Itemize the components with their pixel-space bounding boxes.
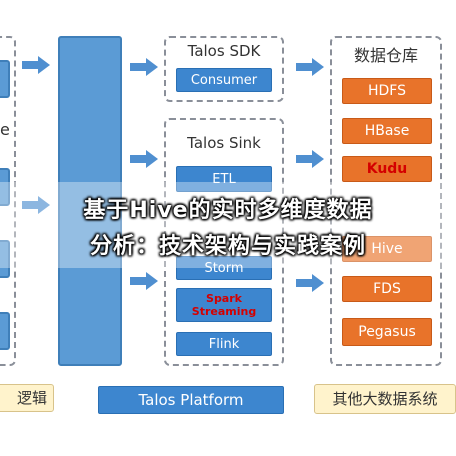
left-source-box-3 bbox=[0, 240, 10, 278]
arrow-right-icon bbox=[22, 196, 50, 214]
title-overlay-band bbox=[0, 182, 456, 268]
left-partial-letter: e bbox=[0, 120, 10, 139]
left-source-box-1 bbox=[0, 60, 10, 98]
arrow-right-icon bbox=[130, 272, 158, 290]
left-source-panel bbox=[0, 36, 16, 366]
left-bottom-label: 逻辑 bbox=[0, 384, 54, 412]
talos-central-bar bbox=[58, 36, 122, 366]
data-warehouse-title: 数据仓库 bbox=[353, 46, 418, 65]
arrow-right-icon bbox=[130, 150, 158, 168]
sink-storm-box: Storm bbox=[176, 256, 272, 280]
sink-spark-streaming-box: Spark Streaming bbox=[176, 288, 272, 322]
talos-sdk-panel bbox=[164, 36, 284, 102]
warehouse-fds: FDS bbox=[342, 276, 432, 302]
sink-etl-box: ETL bbox=[176, 166, 272, 192]
warehouse-pegasus: Pegasus bbox=[342, 318, 432, 346]
warehouse-hbase: HBase bbox=[342, 118, 432, 144]
talos-platform-label: Talos Platform bbox=[98, 386, 284, 414]
data-warehouse-panel bbox=[330, 36, 442, 366]
overlay-title-line1: 基于Hive的实时多维度数据 bbox=[83, 198, 373, 223]
overlay-title-line2: 分析：技术架构与实践案例 bbox=[89, 234, 366, 259]
arrow-right-icon bbox=[130, 58, 158, 76]
warehouse-hive: Hive bbox=[342, 236, 432, 262]
other-bigdata-label: 其他大数据系统 bbox=[314, 384, 456, 414]
arrow-right-icon bbox=[296, 58, 324, 76]
left-bottom-label-text: 逻辑 bbox=[16, 389, 47, 407]
other-bigdata-label-text: 其他大数据系统 bbox=[332, 390, 438, 408]
arrow-right-icon bbox=[296, 274, 324, 292]
left-source-box-2 bbox=[0, 168, 10, 206]
left-source-box-4 bbox=[0, 312, 10, 350]
warehouse-kudu-label: Kudu bbox=[366, 161, 408, 177]
talos-sdk-title: Talos SDK bbox=[187, 42, 261, 60]
warehouse-hdfs: HDFS bbox=[342, 78, 432, 104]
arrow-right-icon bbox=[22, 56, 50, 74]
talos-sink-panel bbox=[164, 118, 284, 366]
warehouse-kudu: Kudu bbox=[342, 156, 432, 182]
sink-spark-streaming-label: Spark Streaming bbox=[191, 292, 257, 318]
sink-flink-box: Flink bbox=[176, 332, 272, 356]
consumer-box: Consumer bbox=[176, 68, 272, 92]
talos-sink-title: Talos Sink bbox=[187, 134, 261, 152]
arrow-right-icon bbox=[296, 150, 324, 168]
